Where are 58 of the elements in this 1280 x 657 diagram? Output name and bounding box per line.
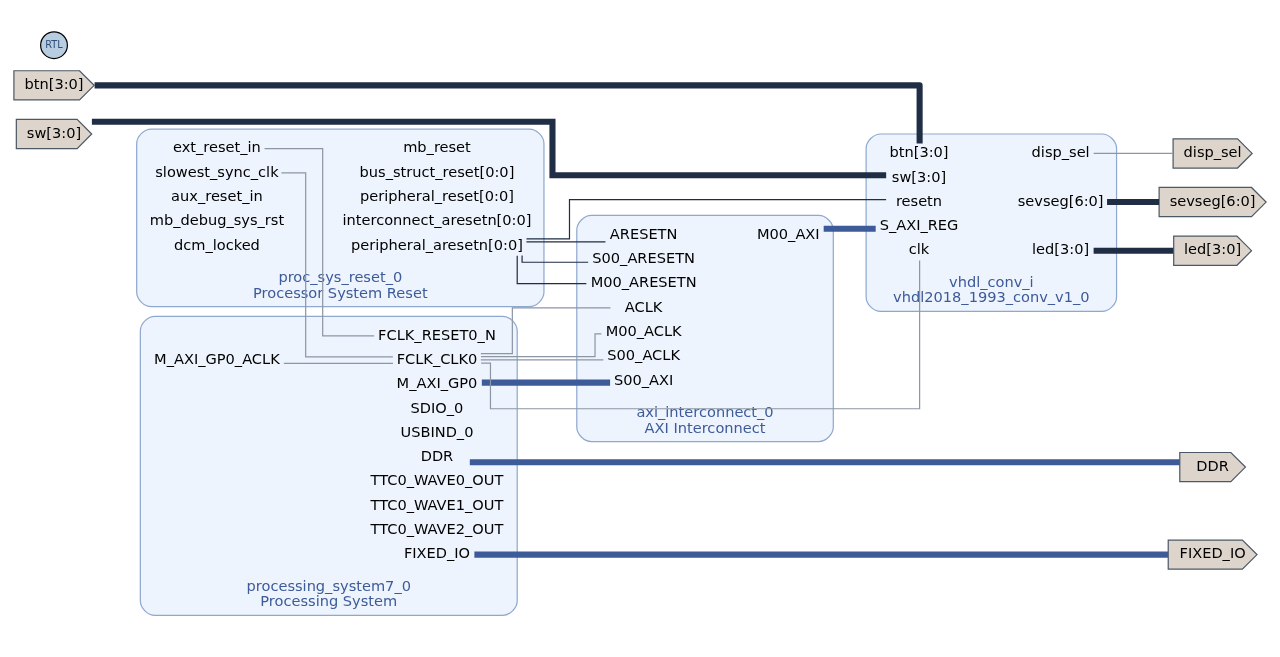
node-text: peripheral_aresetn[0:0] [351, 235, 523, 253]
node-text: M00_ARESETN [590, 273, 697, 291]
node-text: ext_reset_in [173, 138, 261, 156]
node-text: disp_sel [1031, 143, 1090, 161]
node-text: FCLK_RESET0_N [378, 325, 496, 343]
connector [481, 379, 611, 386]
node-text: ARESETN [609, 224, 678, 242]
node-text: sevseg[6:0] [1017, 191, 1104, 209]
node-text: btn[3:0] [889, 143, 949, 161]
connector [525, 241, 607, 243]
node-text: clk [908, 240, 930, 258]
node-text: S00_ARESETN [592, 248, 695, 266]
node-text: FCLK_CLK0 [396, 349, 478, 367]
node-text: TTC0_WAVE2_OUT [370, 520, 504, 538]
node-text: slowest_sync_clk [155, 162, 279, 180]
connector [823, 225, 876, 232]
node-text: M00_ACLK [605, 321, 682, 339]
node-text: TTC0_WAVE1_OUT [370, 495, 504, 513]
node-text: interconnect_aresetn[0:0] [342, 211, 532, 229]
connector [94, 82, 923, 144]
connector [1093, 247, 1174, 254]
connector [480, 307, 612, 355]
node-text: FIXED_IO [403, 544, 471, 562]
node-text: S00_ACLK [607, 346, 680, 364]
connector [1093, 152, 1174, 155]
label: RTL [45, 38, 63, 50]
node-text: S_AXI_REG [879, 216, 959, 234]
node-text: mb_debug_sys_rst [149, 211, 285, 229]
connector [1107, 199, 1159, 206]
connector [469, 459, 1180, 466]
connector [280, 172, 394, 358]
node-text: peripheral_reset[0:0] [360, 186, 514, 204]
node-text: dcm_locked [173, 235, 260, 253]
connector [521, 254, 589, 263]
connector [263, 147, 375, 337]
node-text: sw[3:0] [891, 167, 947, 185]
node-text: S00_AXI [613, 370, 674, 388]
connector [516, 255, 587, 285]
node-text: DDR [420, 447, 454, 465]
connector [480, 333, 602, 358]
node-text: ACLK [624, 297, 663, 315]
node-text: led[3:0] [1032, 240, 1090, 258]
node-text: M_AXI_GP0_ACLK [154, 349, 280, 367]
connector [91, 118, 887, 179]
connector [480, 259, 921, 410]
node-text: aux_reset_in [171, 186, 263, 204]
node-text: TTC0_WAVE0_OUT [370, 471, 504, 489]
node-text: M_AXI_GP0 [396, 374, 478, 392]
connector [480, 359, 604, 361]
node-text: resetn [895, 191, 943, 209]
node-text: USBIND_0 [400, 422, 474, 440]
connector [474, 551, 1169, 558]
node-text: bus_struct_reset[0:0] [359, 162, 515, 180]
node-text: SDIO_0 [410, 398, 464, 416]
connector [283, 362, 394, 364]
node-text: M00_AXI [756, 224, 820, 242]
node-text: mb_reset [403, 138, 471, 156]
connector [525, 199, 887, 240]
